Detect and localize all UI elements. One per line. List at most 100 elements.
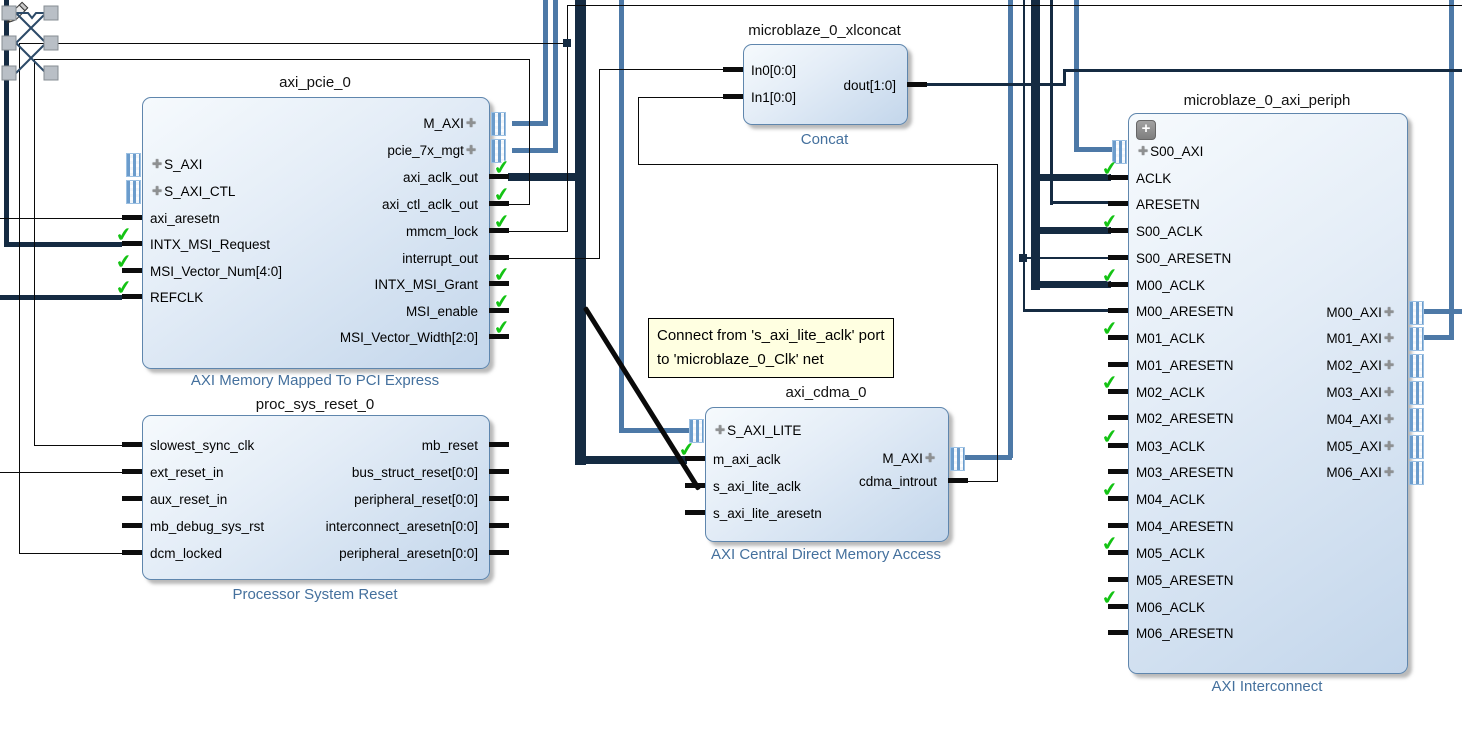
wire-axi-aresetn[interactable] [0,218,122,219]
port-axi_aclk_out[interactable]: axi_aclk_out [245,167,478,187]
port-In0[0:0][interactable]: In0[0:0] [751,60,893,80]
block-axi_cdma_0[interactable] [705,407,949,542]
wire-mmcm-lock[interactable] [508,231,568,232]
port-pcie_7x_mgt[interactable]: pcie_7x_mgt✚ [245,140,478,160]
port-ext_reset_in[interactable]: ext_reset_in [150,462,383,482]
port-S_AXI[interactable]: ✚S_AXI [150,154,383,174]
interface-connector[interactable] [126,153,141,177]
interface-connector[interactable] [491,139,506,163]
port-INTX_MSI_Grant[interactable]: INTX_MSI_Grant [245,274,478,294]
port-stub[interactable] [1108,255,1128,260]
wire-ctl-aclk[interactable] [34,59,35,446]
port-s_axi_lite_aresetn[interactable]: s_axi_lite_aresetn [713,503,894,523]
wire-s00-aresetn[interactable] [1023,257,1112,259]
port-M05_ACLK[interactable]: M05_ACLK [1136,543,1335,563]
expand-button[interactable]: + [1136,120,1156,140]
port-bus_struct_reset[0:0][interactable]: bus_struct_reset[0:0] [245,462,478,482]
block-microblaze_0_axi_periph[interactable] [1128,113,1408,674]
port-stub[interactable] [948,478,968,483]
port-M03_ACLK[interactable]: M03_ACLK [1136,436,1335,456]
port-M03_ARESETN[interactable]: M03_ARESETN [1136,462,1335,482]
port-stub[interactable] [122,215,142,220]
port-stub[interactable] [489,442,509,447]
port-M_AXI[interactable]: M_AXI✚ [245,113,478,133]
block-microblaze_0_xlconcat[interactable] [743,44,908,125]
port-stub[interactable] [1108,308,1128,313]
port-slowest_sync_clk[interactable]: slowest_sync_clk [150,435,383,455]
port-M03_AXI[interactable]: M03_AXI✚ [1197,382,1396,402]
wire-pcie-7x-mgt[interactable] [553,0,558,151]
wire-ctl-aclk[interactable] [508,204,530,205]
wire-cdma-introut[interactable] [997,164,998,482]
wire-s00-aclk[interactable] [1031,227,1111,234]
port-MSI_Vector_Num[4:0][interactable]: MSI_Vector_Num[4:0] [150,261,383,281]
wire-pcie-7x-mgt[interactable] [512,148,558,153]
wire-aresetn[interactable] [1050,0,1053,205]
port-ARESETN[interactable]: ARESETN [1136,194,1335,214]
port-ACLK[interactable]: ACLK [1136,168,1335,188]
wire-dout[interactable] [1063,69,1462,72]
port-stub[interactable] [122,268,142,273]
port-S00_ACLK[interactable]: S00_ACLK [1136,221,1335,241]
port-stub[interactable] [122,523,142,528]
port-stub[interactable] [122,469,142,474]
wire-ext-reset-in[interactable] [0,472,122,473]
wire-m-axi-pcie[interactable] [512,121,548,126]
port-stub[interactable] [489,228,509,233]
port-S00_AXI[interactable]: ✚S00_AXI [1136,141,1335,161]
port-stub[interactable] [122,442,142,447]
port-stub[interactable] [1108,282,1128,287]
port-stub[interactable] [685,510,705,515]
port-INTX_MSI_Request[interactable]: INTX_MSI_Request [150,234,383,254]
port-M06_ARESETN[interactable]: M06_ARESETN [1136,623,1335,643]
wire-m-axi-cdma[interactable] [962,455,1012,460]
wire-s-axi-lite[interactable] [619,428,695,433]
interface-connector[interactable] [126,180,141,204]
wire-ctl-aclk[interactable] [529,59,530,205]
wire-m-axi-pcie[interactable] [543,0,548,124]
wire-dcm-locked[interactable] [19,43,568,44]
port-stub[interactable] [489,334,509,339]
wire-m01-axi[interactable] [1422,335,1454,340]
port-stub[interactable] [685,456,705,461]
port-REFCLK[interactable]: REFCLK [150,287,383,307]
wire-s00-axi[interactable] [1074,147,1122,152]
interface-connector[interactable] [1112,140,1127,164]
interface-connector[interactable] [1409,354,1424,378]
port-stub[interactable] [489,281,509,286]
port-M01_AXI[interactable]: M01_AXI✚ [1197,328,1396,348]
port-stub[interactable] [1108,335,1128,340]
port-stub[interactable] [1108,362,1128,367]
wire-m-axi-cdma[interactable] [1008,0,1013,458]
port-M00_ACLK[interactable]: M00_ACLK [1136,275,1335,295]
wire-dcm-locked[interactable] [19,553,122,554]
port-stub[interactable] [1108,443,1128,448]
port-peripheral_aresetn[0:0][interactable]: peripheral_aresetn[0:0] [245,543,478,563]
port-dout[1:0][interactable]: dout[1:0] [755,75,896,95]
port-M00_AXI[interactable]: M00_AXI✚ [1197,302,1396,322]
wire-mmcm-lock[interactable] [567,5,568,232]
wire-m00-aclk[interactable] [1031,281,1111,288]
port-interconnect_aresetn[0:0][interactable]: interconnect_aresetn[0:0] [245,516,478,536]
port-stub[interactable] [489,469,509,474]
wire-periph-clock-bus[interactable] [1031,0,1040,290]
wire-s-axi-lite[interactable] [619,0,624,431]
port-M05_ARESETN[interactable]: M05_ARESETN [1136,570,1335,590]
port-dcm_locked[interactable]: dcm_locked [150,543,383,563]
port-M04_ARESETN[interactable]: M04_ARESETN [1136,516,1335,536]
port-stub[interactable] [1108,201,1128,206]
port-stub[interactable] [1108,175,1128,180]
interface-connector[interactable] [1409,435,1424,459]
port-stub[interactable] [1108,228,1128,233]
port-stub[interactable] [489,174,509,179]
wire-slowest-sync-clk[interactable] [34,445,122,446]
port-S00_ARESETN[interactable]: S00_ARESETN [1136,248,1335,268]
wire-aclk[interactable] [1031,174,1111,181]
wire-intx-msi-request[interactable] [4,0,9,247]
port-S_AXI_CTL[interactable]: ✚S_AXI_CTL [150,181,383,201]
port-stub[interactable] [489,255,509,260]
port-stub[interactable] [1108,577,1128,582]
wire-dout[interactable] [1063,70,1066,86]
port-M04_ACLK[interactable]: M04_ACLK [1136,489,1335,509]
